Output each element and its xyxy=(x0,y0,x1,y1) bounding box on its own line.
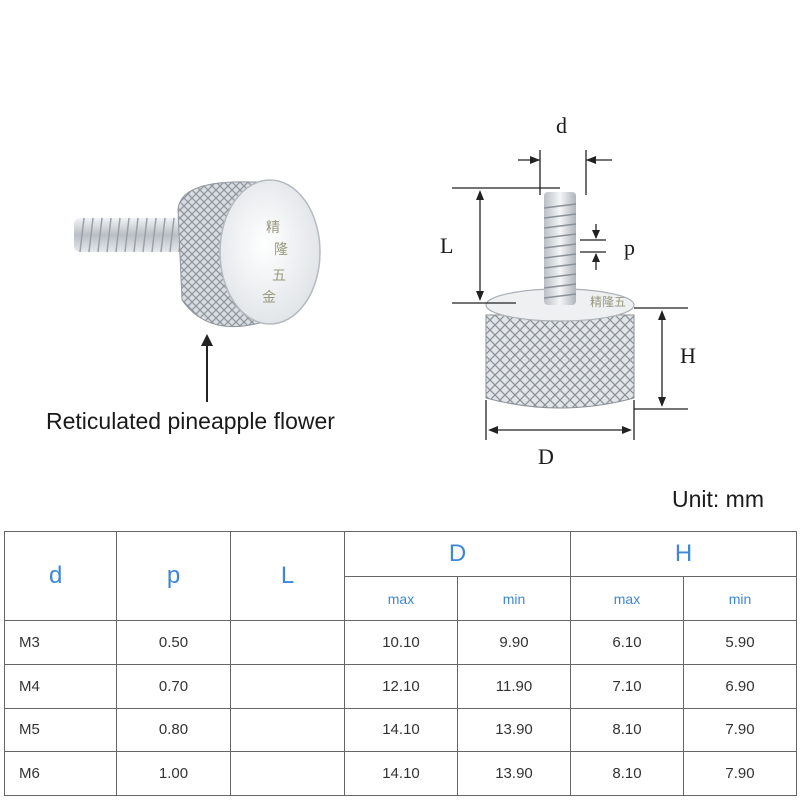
thumb-screw-photo: 精 隆 五 金 xyxy=(74,179,321,402)
svg-text:隆: 隆 xyxy=(274,242,288,258)
dimension-arrows xyxy=(476,156,666,434)
unit-label: Unit: mm xyxy=(672,486,764,512)
cell-D-min: 13.90 xyxy=(457,707,571,753)
svg-text:五: 五 xyxy=(272,268,286,284)
cell-D-max: 10.10 xyxy=(344,620,458,665)
cell-L xyxy=(230,751,345,796)
cell-H-max: 8.10 xyxy=(570,707,684,753)
subheader-D-max: max xyxy=(344,576,458,621)
head-stamp: 精 隆 五 金 xyxy=(262,220,288,306)
cell-H-min: 6.90 xyxy=(683,663,797,709)
knurled-head xyxy=(177,179,321,328)
svg-text:五: 五 xyxy=(614,295,626,309)
label-H: H xyxy=(680,343,696,368)
cell-p: 0.80 xyxy=(116,707,231,753)
dimension-drawing: 精 隆 五 xyxy=(452,150,688,440)
cell-H-min: 7.90 xyxy=(683,751,797,796)
cell-D-min: 9.90 xyxy=(457,620,571,665)
cell-d: M4 xyxy=(4,663,117,709)
cell-D-max: 14.10 xyxy=(344,751,458,796)
spec-table: d p L D H max min max min M3 0.50 10.10 … xyxy=(4,531,797,796)
threaded-shank xyxy=(74,217,194,253)
table-row: M6 1.00 14.10 13.90 8.10 7.90 xyxy=(4,751,797,796)
svg-text:精: 精 xyxy=(266,220,280,236)
cell-p: 1.00 xyxy=(116,751,231,796)
cell-d: M6 xyxy=(4,751,117,796)
cell-d: M3 xyxy=(4,620,117,665)
svg-text:金: 金 xyxy=(262,290,276,306)
label-p: p xyxy=(624,235,635,260)
screw-shank xyxy=(543,192,577,305)
pointer-arrow xyxy=(201,334,213,402)
cell-D-max: 12.10 xyxy=(344,663,458,709)
header-p: p xyxy=(116,531,231,621)
label-d: d xyxy=(556,113,567,138)
cell-p: 0.70 xyxy=(116,663,231,709)
cell-H-max: 8.10 xyxy=(570,751,684,796)
svg-text:精: 精 xyxy=(590,295,602,309)
table-row: M5 0.80 14.10 13.90 8.10 7.90 xyxy=(4,707,797,753)
header-L: L xyxy=(230,531,345,621)
cell-D-max: 14.10 xyxy=(344,707,458,753)
figure-caption: Reticulated pineapple flower xyxy=(46,408,335,434)
cell-L xyxy=(230,707,345,753)
cell-L xyxy=(230,663,345,709)
subheader-H-min: min xyxy=(683,576,797,621)
header-H: H xyxy=(570,531,797,577)
cell-H-min: 5.90 xyxy=(683,620,797,665)
subheader-D-min: min xyxy=(457,576,571,621)
label-L: L xyxy=(440,233,454,258)
table-row: M4 0.70 12.10 11.90 7.10 6.90 xyxy=(4,663,797,709)
cell-D-min: 13.90 xyxy=(457,751,571,796)
cell-H-max: 7.10 xyxy=(570,663,684,709)
cell-L xyxy=(230,620,345,665)
table-row: M3 0.50 10.10 9.90 6.10 5.90 xyxy=(4,620,797,665)
header-d: d xyxy=(4,531,117,621)
cell-D-min: 11.90 xyxy=(457,663,571,709)
cell-H-min: 7.90 xyxy=(683,707,797,753)
subheader-H-max: max xyxy=(570,576,684,621)
cell-H-max: 6.10 xyxy=(570,620,684,665)
label-D: D xyxy=(538,444,554,469)
header-D: D xyxy=(344,531,571,577)
head-stamp: 精 隆 五 xyxy=(590,294,626,309)
cell-d: M5 xyxy=(4,707,117,753)
cell-p: 0.50 xyxy=(116,620,231,665)
svg-text:隆: 隆 xyxy=(602,294,614,309)
